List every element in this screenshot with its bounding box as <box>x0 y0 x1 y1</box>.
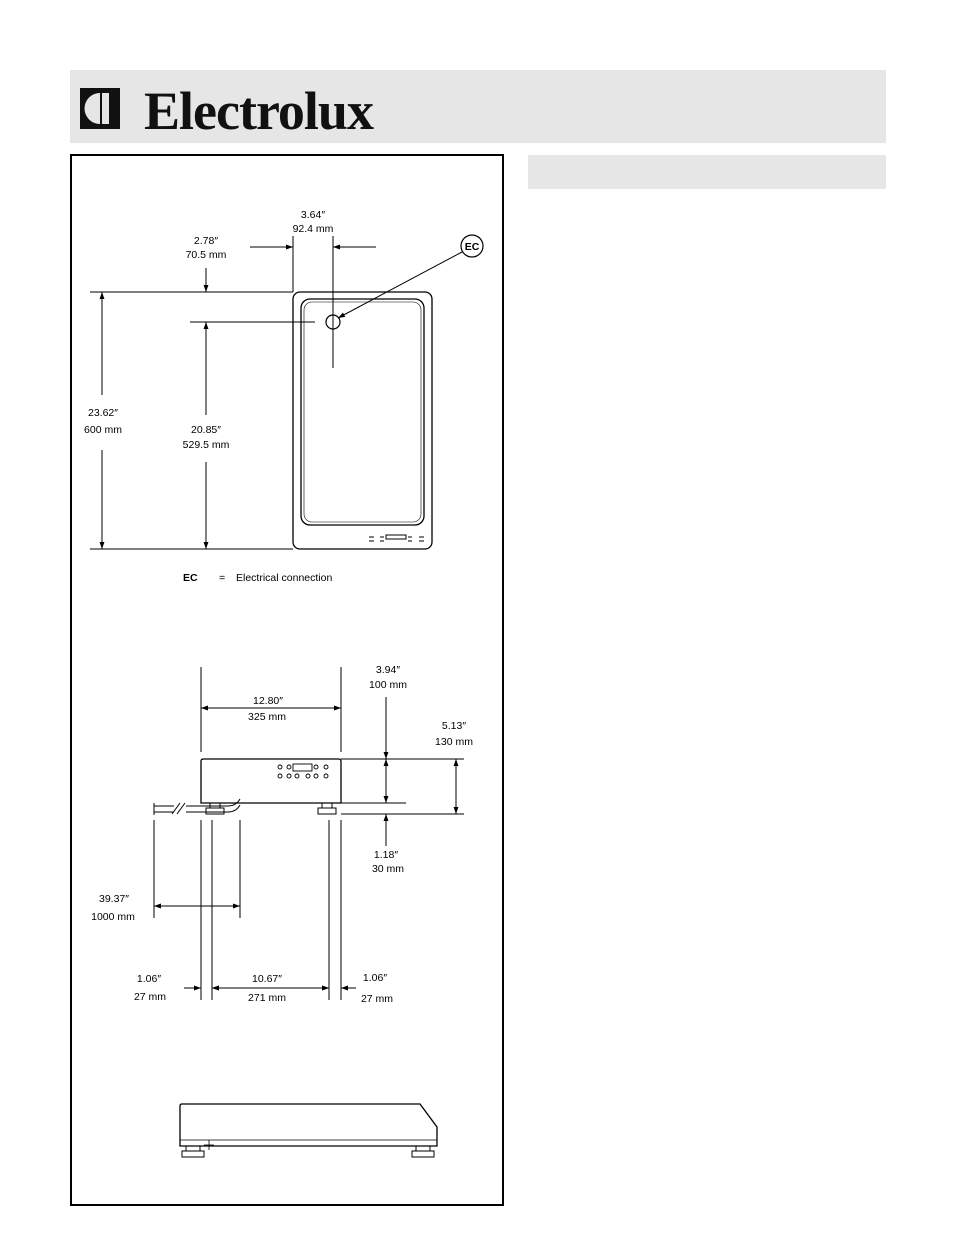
power-cable <box>186 799 240 812</box>
dim-total-height-mm: 130 mm <box>435 736 473 748</box>
side-view <box>180 1104 437 1157</box>
dim-cable-in: 39.37″ <box>99 893 129 905</box>
foot-left-base <box>206 808 224 814</box>
cooking-surface <box>301 299 424 525</box>
dim-ec-side-in: 3.64″ <box>301 209 325 221</box>
dim-feet-span-mm: 271 mm <box>248 992 286 1004</box>
dim-right-inset-in: 1.06″ <box>363 972 387 984</box>
dim-right-inset-mm: 27 mm <box>361 993 393 1005</box>
foot-rear-side-base <box>412 1151 434 1157</box>
legend-equals: = <box>219 572 225 584</box>
top-view <box>90 235 483 549</box>
dim-ec-depth-mm: 529.5 mm <box>183 439 230 451</box>
dim-left-inset-mm: 27 mm <box>134 991 166 1003</box>
legend-text: Electrical connection <box>236 572 332 584</box>
control-panel-top <box>369 535 424 541</box>
dim-left-inset-in: 1.06″ <box>137 973 161 985</box>
control-panel-front <box>278 764 328 778</box>
dim-depth-mm: 600 mm <box>84 424 122 436</box>
foot-front-side-base <box>182 1151 204 1157</box>
dim-feet-mm: 30 mm <box>372 863 404 875</box>
dim-depth-in: 23.62″ <box>88 407 118 419</box>
foot-rear-side <box>416 1146 430 1151</box>
foot-right-front <box>322 803 332 808</box>
foot-front-side <box>186 1146 200 1151</box>
dim-body-height-in: 3.94″ <box>376 664 400 676</box>
appliance-outline-top <box>293 292 432 549</box>
dim-feet-span-in: 10.67″ <box>252 973 282 985</box>
foot-right-base <box>318 808 336 814</box>
dim-body-height-mm: 100 mm <box>369 679 407 691</box>
dim-width-mm: 325 mm <box>248 711 286 723</box>
dim-total-height-in: 5.13″ <box>442 720 466 732</box>
dim-top-offset-mm: 70.5 mm <box>186 249 227 261</box>
legend-key: EC <box>183 572 198 584</box>
dim-cable-mm: 1000 mm <box>91 911 135 923</box>
dim-feet-in: 1.18″ <box>374 849 398 861</box>
dim-top-offset-in: 2.78″ <box>194 235 218 247</box>
dim-width-in: 12.80″ <box>253 695 283 707</box>
dim-ec-depth-in: 20.85″ <box>191 424 221 436</box>
ec-tag-label: EC <box>465 241 480 253</box>
dim-ec-side-mm: 92.4 mm <box>293 223 334 235</box>
appliance-body-front <box>201 759 341 803</box>
front-view <box>154 667 464 1000</box>
